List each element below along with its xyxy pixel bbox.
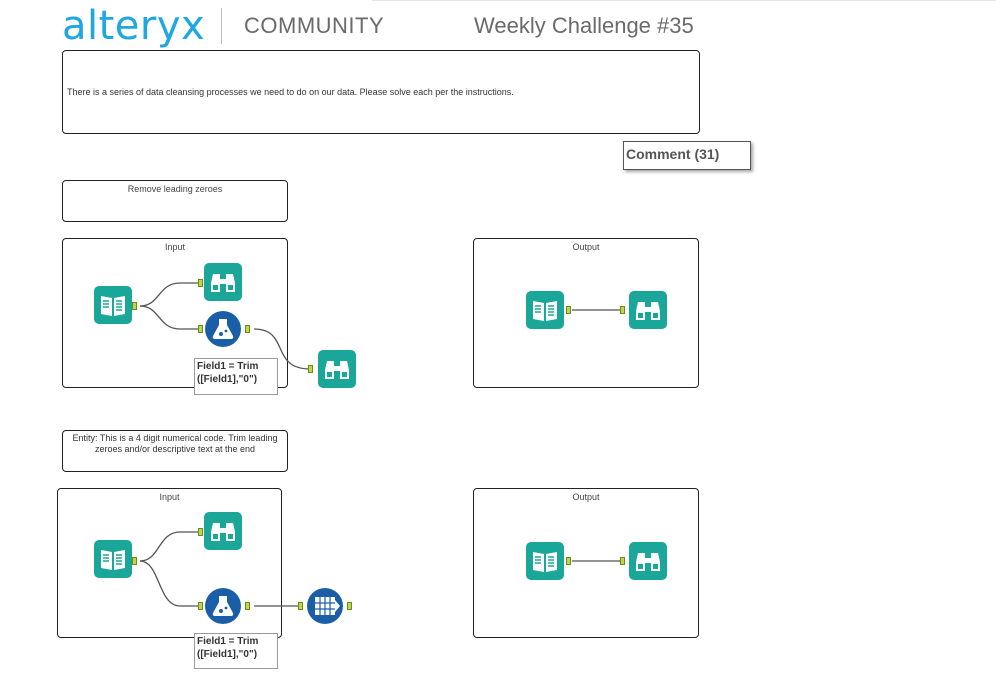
formula-line-1: Field1 = Trim: [197, 361, 259, 372]
wire-input1-to-browse1: [139, 282, 198, 307]
text-input-book-icon[interactable]: [94, 286, 132, 324]
section2-input-caption: Input: [159, 492, 180, 502]
community-label: COMMUNITY: [244, 13, 385, 38]
section2-note-text: Entity: This is a 4 digit numerical code…: [72, 433, 278, 454]
intro-comment-box[interactable]: There is a series of data cleansing proc…: [62, 50, 700, 134]
comment-count-button[interactable]: Comment (31): [623, 141, 751, 170]
top-border-line: [372, 0, 996, 1]
formula-line-1: Field1 = Trim: [197, 636, 259, 647]
browse-binoculars-icon[interactable]: [318, 350, 356, 388]
input-anchor[interactable]: [620, 557, 625, 565]
wire-input2-to-browse2: [139, 531, 198, 562]
output-anchor[interactable]: [245, 602, 250, 610]
section2-output-caption: Output: [572, 492, 600, 502]
output-anchor[interactable]: [132, 302, 137, 310]
formula-line-2: ([Field1],"0"): [197, 374, 258, 385]
output-anchor[interactable]: [132, 557, 137, 565]
select-grid-icon[interactable]: [306, 587, 344, 625]
section1-note-box[interactable]: Remove leading zeroes: [62, 180, 288, 222]
challenge-title: Weekly Challenge #35: [474, 13, 694, 38]
input-anchor[interactable]: [198, 279, 203, 287]
browse-binoculars-icon[interactable]: [629, 542, 667, 580]
wire-formula1-to-browse1b: [253, 328, 311, 370]
output-anchor[interactable]: [245, 325, 250, 333]
logo-separator: [221, 8, 222, 44]
formula-flask-icon[interactable]: [204, 310, 242, 348]
input-anchor[interactable]: [298, 602, 303, 610]
section1-note-text: Remove leading zeroes: [127, 184, 223, 194]
section1-formula-annotation: Field1 = Trim ([Field1],"0"): [194, 358, 278, 395]
text-input-book-icon[interactable]: [526, 291, 564, 329]
section1-input-caption: Input: [164, 242, 186, 252]
input-anchor[interactable]: [198, 325, 203, 333]
section2-note-box[interactable]: Entity: This is a 4 digit numerical code…: [62, 430, 288, 472]
browse-binoculars-icon[interactable]: [629, 291, 667, 329]
text-input-book-icon[interactable]: [94, 540, 132, 578]
input-anchor[interactable]: [308, 365, 313, 373]
browse-binoculars-icon[interactable]: [204, 263, 242, 301]
text-input-book-icon[interactable]: [526, 542, 564, 580]
input-anchor[interactable]: [198, 602, 203, 610]
browse-binoculars-icon[interactable]: [204, 512, 242, 550]
wire-input1-to-formula1: [139, 305, 198, 330]
input-anchor[interactable]: [198, 528, 203, 536]
output-anchor[interactable]: [566, 306, 571, 314]
input-anchor[interactable]: [620, 306, 625, 314]
formula-flask-icon[interactable]: [204, 587, 242, 625]
output-anchor[interactable]: [347, 602, 352, 610]
section1-output-caption: Output: [572, 242, 600, 252]
wire-input2-to-formula2: [139, 560, 198, 607]
intro-comment-text: There is a series of data cleansing proc…: [67, 87, 514, 97]
alteryx-logo: alteryx: [62, 3, 206, 49]
section2-formula-annotation: Field1 = Trim ([Field1],"0"): [194, 633, 278, 669]
output-anchor[interactable]: [566, 557, 571, 565]
formula-line-2: ([Field1],"0"): [197, 649, 258, 660]
